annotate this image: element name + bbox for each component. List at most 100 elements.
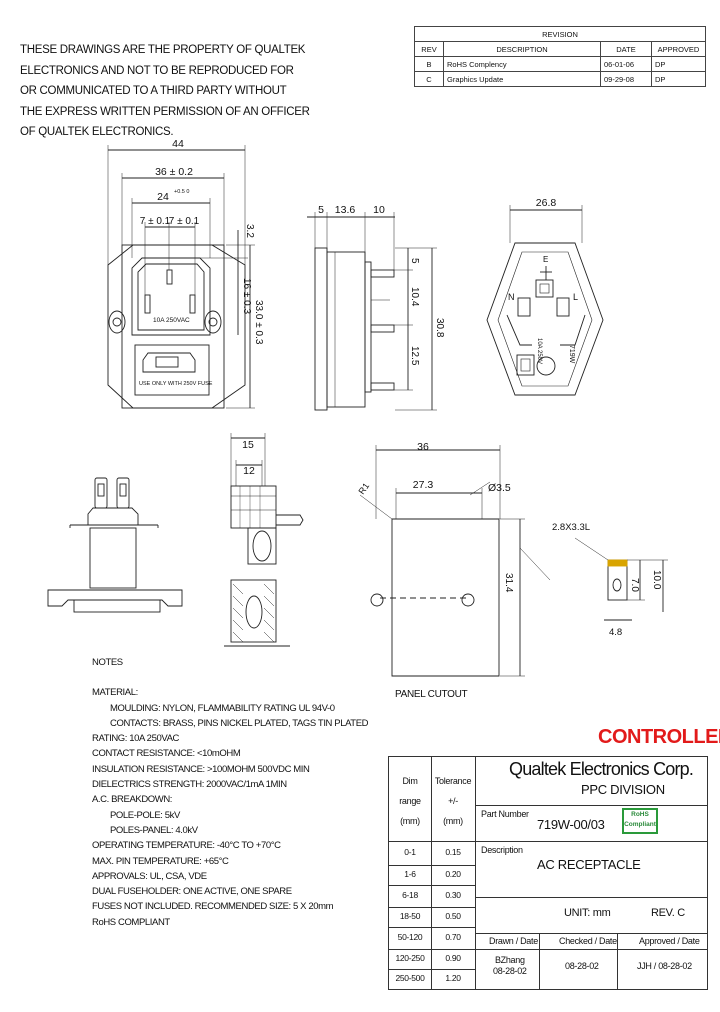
tolerance-range: 50-120: [397, 932, 423, 942]
dim-sect-15: 15: [242, 439, 254, 451]
approved-cell: DP: [651, 71, 706, 87]
property-notice: THESE DRAWINGS ARE THE PROPERTY OF QUALT…: [20, 40, 310, 143]
note-line: MAX. PIN TEMPERATURE: +65°C: [92, 855, 229, 867]
property-line: OF QUALTEK ELECTRONICS.: [20, 126, 174, 138]
dim-side-5v: 5: [409, 258, 420, 264]
tol-header: (mm): [443, 816, 463, 826]
notes: NOTES MATERIAL:MOULDING: NYLON, FLAMMABI…: [92, 655, 369, 930]
division: PPC DIVISION: [581, 782, 665, 797]
rear-e: E: [543, 255, 548, 264]
tolerance-range: 1-6: [404, 869, 416, 879]
inner-rating: 10A 250VAC: [153, 317, 190, 324]
tolerance-value: 0.30: [445, 890, 461, 900]
dim-header: (mm): [400, 816, 420, 826]
tolerance-value: 1.20: [445, 973, 461, 983]
rear-view: [486, 205, 604, 396]
dim-cut-r1: R1: [356, 481, 371, 496]
tolerance-range: 6-18: [402, 890, 418, 900]
note-line: POLE-POLE: 5kV: [110, 809, 180, 821]
revision-row: C Graphics Update 09-29-08 DP: [414, 71, 706, 87]
panel-cutout: [359, 445, 551, 677]
note-line: DIELECTRICS STRENGTH: 2000VAC/1mA 1MIN: [92, 779, 287, 791]
dim-cut-phi: Ø3.5: [488, 482, 511, 494]
dim-side-5: 5: [318, 204, 324, 216]
drawn-label: Drawn / Date: [489, 936, 538, 946]
dim-header: Dim: [402, 776, 418, 786]
company-name: Qualtek Electronics Corp.: [509, 759, 694, 779]
property-line: ELECTRONICS AND NOT TO BE REPRODUCED FOR: [20, 64, 294, 77]
revision-row: B RoHS Complency 06-01-06 DP: [414, 56, 706, 72]
fuse-text: USE ONLY WITH 250V FUSE: [139, 381, 213, 387]
dim-header: range: [399, 796, 421, 806]
dim-24-tol: +0.5 0: [174, 189, 189, 195]
property-line: THE EXPRESS WRITTEN PERMISSION OF AN OFF…: [20, 105, 310, 118]
property-line: THESE DRAWINGS ARE THE PROPERTY OF QUALT…: [20, 44, 306, 56]
rear-n: N: [508, 292, 515, 302]
note-line: DUAL FUSEHOLDER: ONE ACTIVE, ONE SPARE: [92, 886, 292, 898]
dim-side-308: 30.8: [434, 318, 445, 338]
dim-16: 16 ± 0.3: [241, 278, 252, 315]
revision-table: REVISION REV DESCRIPTION DATE APPROVED B…: [414, 26, 706, 87]
tolerance-range: 18-50: [399, 911, 421, 921]
note-line: POLES-PANEL: 4.0kV: [110, 824, 198, 836]
note-line: CONTACT RESISTANCE: <10mOHM: [92, 748, 241, 760]
rohs-line: Compliant: [624, 821, 656, 828]
unit: UNIT: mm: [564, 907, 611, 919]
note-line: MOULDING: NYLON, FLAMMABILITY RATING UL …: [110, 702, 335, 714]
tol-header: +/-: [448, 796, 458, 806]
tolerance-value: 0.50: [445, 911, 461, 921]
dim-cut-273: 27.3: [413, 479, 434, 491]
notes-list: MATERIAL: MOULDING: NYLON, FLAMMABILITY R…: [92, 685, 369, 930]
note-line: MATERIAL:: [92, 687, 138, 699]
side-view: [307, 212, 437, 411]
dim-slot-28: 2.8X3.3L: [552, 522, 590, 533]
dim-cut-314: 31.4: [503, 573, 514, 593]
dim-sect-12: 12: [243, 465, 255, 477]
checked-date: 08-28-02: [565, 961, 599, 971]
approved-value: JJH / 08-28-02: [637, 961, 692, 971]
dim-side-125: 12.5: [409, 346, 420, 366]
rev: REV. C: [651, 907, 685, 919]
controlled-stamp: CONTROLLED: [598, 726, 720, 748]
dim-7: 7 ± 0.1: [140, 216, 171, 227]
dim-side-10: 10: [373, 204, 385, 216]
tolerance-range: 120-250: [395, 953, 425, 963]
rohs-badge: RoHS Compliant: [622, 808, 658, 834]
tolerance-value: 0.90: [445, 953, 461, 963]
description-label: Description: [481, 845, 523, 855]
checked-label: Checked / Date: [559, 936, 617, 946]
rohs-line: RoHS: [631, 811, 649, 818]
property-line: OR COMMUNICATED TO A THIRD PARTY WITHOUT: [20, 85, 287, 97]
rear-l: L: [573, 292, 578, 302]
section-view-left: [47, 477, 183, 613]
section-view-hatched: [224, 433, 304, 647]
note-line: CONTACTS: BRASS, PINS NICKEL PLATED, TAG…: [110, 717, 369, 729]
front-view: [107, 145, 255, 409]
note-line: FUSES NOT INCLUDED. RECOMMENDED SIZE: 5 …: [92, 901, 334, 913]
note-line: RoHS COMPLIANT: [92, 916, 170, 928]
dim-7b: 7 ± 0.1: [169, 216, 200, 227]
dim-rear-268: 26.8: [536, 197, 557, 209]
note-line: INSULATION RESISTANCE: >100MOHM 500VDC M…: [92, 763, 310, 775]
rear-model: 719W: [568, 345, 575, 364]
note-line: APPROVALS: UL, CSA, VDE: [92, 870, 207, 882]
approved-label: Approved / Date: [639, 936, 700, 946]
dim-cut-36: 36: [417, 441, 429, 453]
dim-slot-48: 4.8: [609, 627, 622, 638]
drawn-date: 08-28-02: [493, 966, 527, 976]
dim-24: 24: [157, 191, 169, 203]
tolerance-range: 0-1: [404, 847, 416, 857]
note-line: RATING: 10A 250VAC: [92, 733, 179, 745]
tolerance-value: 0.70: [445, 932, 461, 942]
note-line: OPERATING TEMPERATURE: -40°C TO +70°C: [92, 840, 281, 852]
terminal-slot: [574, 537, 668, 621]
dim-36: 36 ± 0.2: [155, 166, 193, 178]
tolerance-range: 250-500: [395, 973, 425, 983]
dim-side-136: 13.6: [335, 204, 356, 216]
tol-header: Tolerance: [434, 776, 472, 786]
dim-slot-10: 10.0: [651, 570, 662, 590]
part-number-label: Part Number: [481, 809, 529, 819]
description: AC RECEPTACLE: [537, 857, 641, 872]
note-line: A.C. BREAKDOWN:: [92, 794, 173, 806]
